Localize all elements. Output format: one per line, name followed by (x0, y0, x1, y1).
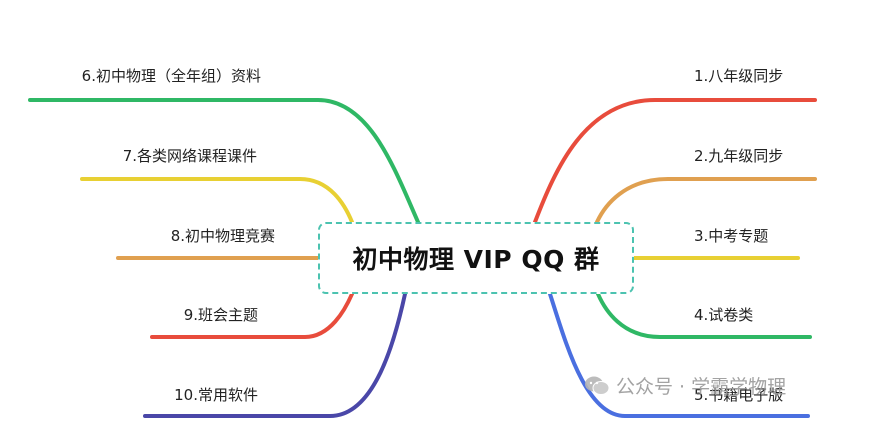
branch-line-left-7 (80, 177, 354, 224)
branch-label-left-7: 7.各类网络课程课件 (122, 147, 257, 165)
branch-label-right-3: 3.中考专题 (694, 227, 769, 245)
branch-line-right-1 (533, 98, 817, 224)
branch-label-left-8: 8.初中物理竞赛 (170, 227, 275, 245)
branch-line-right-4 (596, 292, 812, 339)
branch-line-right-5 (548, 292, 810, 418)
watermark: 公众号 · 学霸学物理 (584, 372, 786, 399)
branch-label-left-10: 10.常用软件 (174, 386, 258, 404)
branch-label-right-2: 2.九年级同步 (694, 147, 784, 165)
branch-label-right-1: 1.八年级同步 (694, 67, 784, 85)
central-topic-title: 初中物理 VIP QQ 群 (352, 245, 600, 274)
wechat-icon (584, 375, 610, 397)
branch-label-right-5: 5.书籍电子版 (694, 386, 784, 404)
branch-label-left-9: 9.班会主题 (183, 306, 258, 324)
branch-line-left-9 (150, 292, 354, 339)
branch-line-left-6 (28, 98, 420, 224)
central-topic: 初中物理 VIP QQ 群 (318, 222, 634, 294)
branch-line-right-2 (595, 177, 817, 224)
branch-label-left-6: 6.初中物理（全年组）资料 (81, 67, 261, 85)
branch-label-right-4: 4.试卷类 (694, 306, 754, 324)
branch-line-left-10 (143, 292, 407, 418)
watermark-text: 公众号 · 学霸学物理 (616, 376, 787, 398)
